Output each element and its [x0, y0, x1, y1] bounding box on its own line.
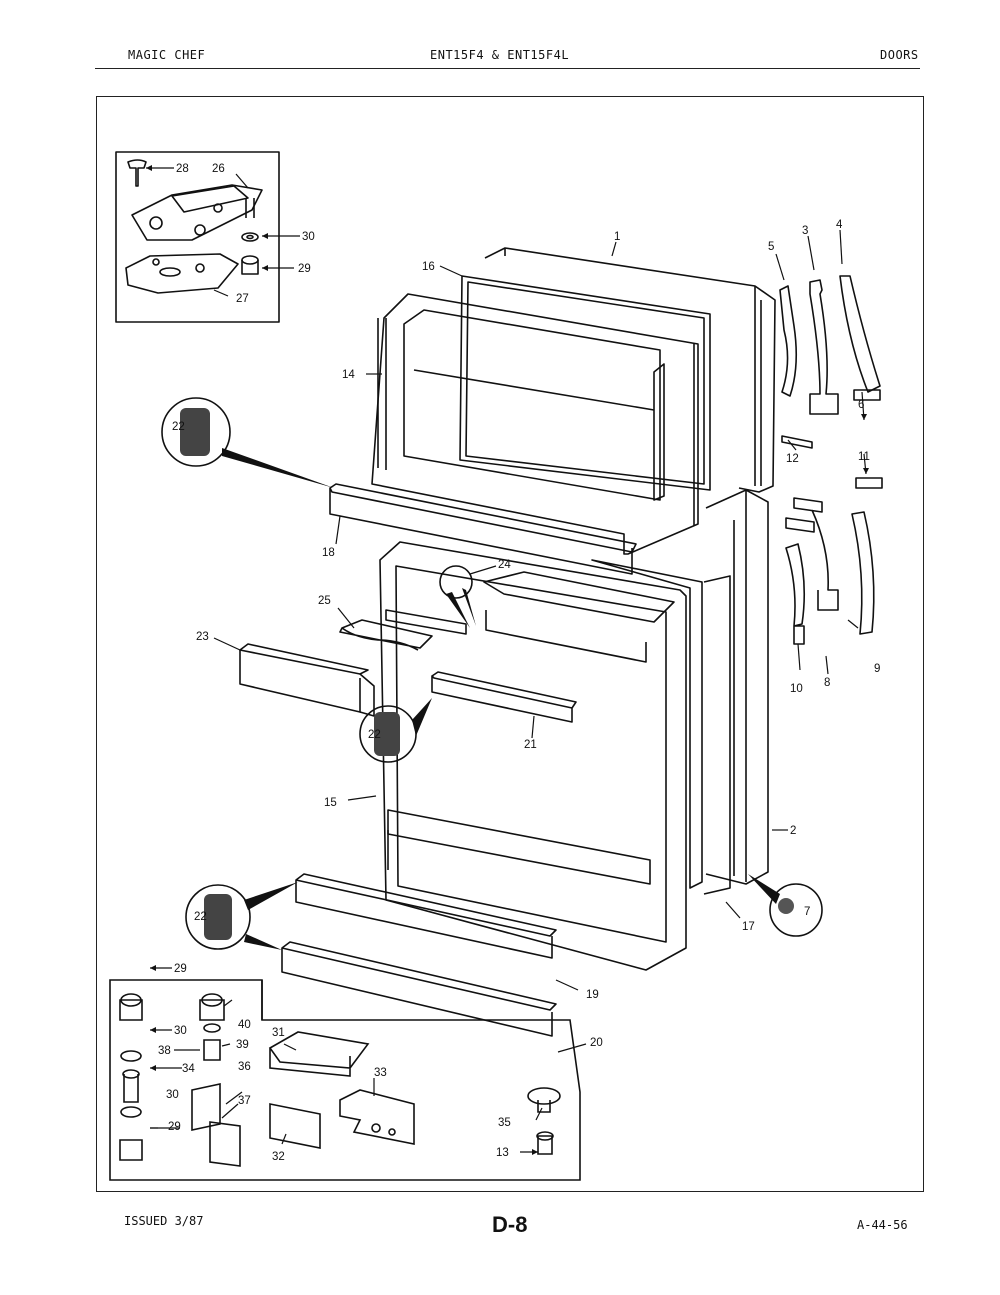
callout-15: 15: [324, 797, 337, 809]
callout-39: 39: [236, 1039, 249, 1051]
freezer-inner-liner: [371, 293, 699, 555]
hinge-parts-right: [779, 275, 883, 645]
callout-28: 28: [176, 163, 189, 175]
callout-30-lower: 30: [166, 1089, 179, 1101]
freezer-door-outer-panel: [484, 247, 776, 493]
callout-30-bottom: 30: [174, 1025, 187, 1037]
callout-14: 14: [342, 369, 355, 381]
callout-18: 18: [322, 547, 335, 559]
fresh-food-gasket: [591, 559, 703, 889]
callout-19: 19: [586, 989, 599, 1001]
issued-date: ISSUED 3/87: [124, 1214, 204, 1228]
bottom-hinge-inset: [109, 979, 581, 1181]
butter-door-25: [339, 619, 433, 651]
callout-10: 10: [790, 683, 803, 695]
callout-12: 12: [786, 453, 799, 465]
callout-9: 9: [874, 663, 880, 675]
top-hinge-parts: [125, 159, 263, 294]
detail-circle-7: [769, 883, 823, 937]
bottom-shelf-bar-20: [281, 941, 557, 1037]
butter-door-hinge: [385, 609, 467, 635]
callout-33: 33: [374, 1067, 387, 1079]
detail-circle-24: [439, 565, 473, 599]
callout-35: 35: [498, 1117, 511, 1129]
callout-37: 37: [238, 1095, 251, 1107]
callout-26: 26: [212, 163, 225, 175]
detail-circle-22-bottom: [185, 884, 251, 950]
freezer-gasket: [459, 275, 711, 491]
callout-25: 25: [318, 595, 331, 607]
header-rule: [95, 68, 920, 69]
door-shelf-21: [431, 671, 577, 723]
dairy-compartment-23: [239, 643, 375, 717]
callout-21: 21: [524, 739, 537, 751]
bottom-shelf-bar-19: [295, 873, 557, 959]
callout-38: 38: [158, 1045, 171, 1057]
callout-5: 5: [768, 241, 774, 253]
callout-16: 16: [422, 261, 435, 273]
callout-13: 13: [496, 1147, 509, 1159]
callout-27: 27: [236, 293, 249, 305]
callout-36: 36: [238, 1061, 251, 1073]
callout-23: 23: [196, 631, 209, 643]
callout-6: 6: [858, 399, 864, 411]
hinge-inset-box: [115, 151, 280, 323]
page-number: D-8: [492, 1212, 528, 1237]
callout-29-bottom: 29: [174, 963, 187, 975]
callout-8: 8: [824, 677, 830, 689]
callout-29-top: 29: [298, 263, 311, 275]
callout-4: 4: [836, 219, 843, 231]
diagram-code: A-44-56: [857, 1218, 908, 1232]
fresh-food-inner-liner: [379, 541, 687, 971]
callout-2: 2: [790, 825, 796, 837]
model-label: ENT15F4 & ENT15F4L: [430, 48, 570, 62]
brand-label: MAGIC CHEF: [128, 48, 206, 62]
callout-29-lower: 29: [168, 1121, 181, 1133]
callout-32: 32: [272, 1151, 285, 1163]
callout-1: 1: [614, 231, 620, 243]
callout-34: 34: [182, 1063, 195, 1075]
freezer-shelf-bar: [329, 483, 637, 575]
callout-30-top: 30: [302, 231, 315, 243]
callout-31: 31: [272, 1027, 285, 1039]
callout-22-bottom: 22: [194, 911, 207, 923]
callout-24: 24: [498, 559, 511, 571]
detail-circle-22-top: [161, 397, 231, 467]
fresh-food-door-outer-panel: [705, 489, 769, 885]
callout-3: 3: [802, 225, 808, 237]
callout-22-top: 22: [172, 421, 185, 433]
callout-11: 11: [858, 451, 870, 463]
leader-lines: [146, 167, 867, 1153]
diagram-frame: [96, 96, 924, 1192]
callout-40: 40: [238, 1019, 251, 1031]
callout-22-mid: 22: [368, 729, 381, 741]
section-label: DOORS: [880, 48, 919, 62]
callout-7: 7: [804, 906, 810, 918]
callout-17: 17: [742, 921, 755, 933]
callout-20: 20: [590, 1037, 603, 1049]
